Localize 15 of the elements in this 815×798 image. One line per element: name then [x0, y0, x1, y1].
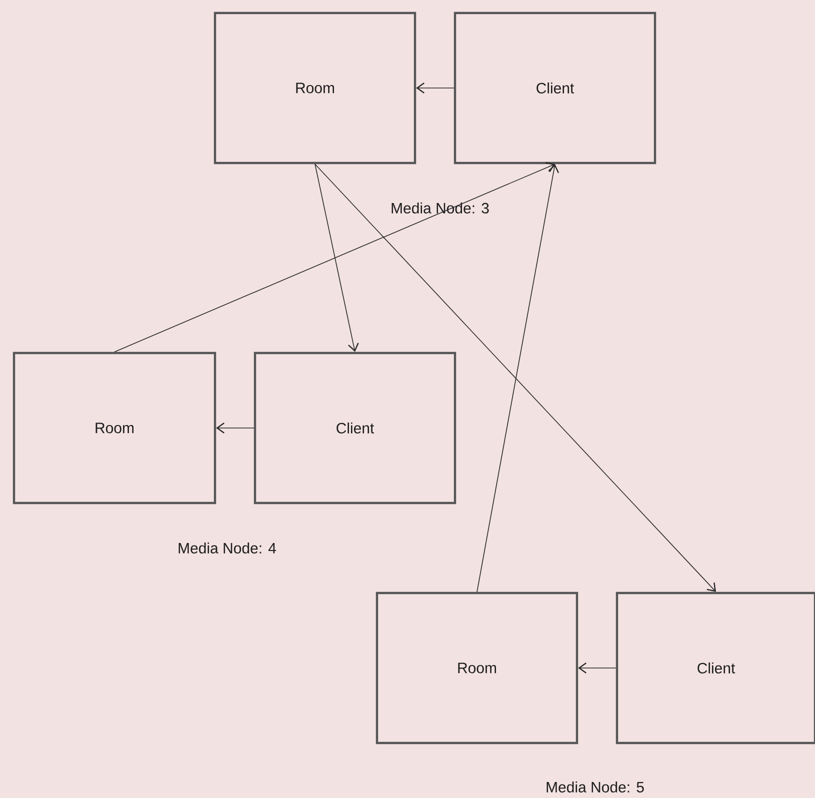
process-box: Room — [376, 592, 578, 744]
arrow — [314, 164, 359, 352]
arrow — [476, 164, 560, 592]
arrow — [314, 164, 716, 592]
process-box: Room — [12, 352, 216, 504]
group-label: Media Node: 5 — [546, 781, 644, 792]
process-box: Client — [254, 352, 456, 504]
group-label: Media Node: 4 — [178, 542, 276, 554]
arrow — [578, 662, 616, 674]
process-box: Client — [616, 592, 815, 744]
arrow — [416, 82, 454, 94]
arrow — [216, 422, 254, 434]
process-box: Client — [454, 12, 656, 164]
process-box: Room — [214, 12, 416, 164]
arrow — [114, 162, 555, 352]
